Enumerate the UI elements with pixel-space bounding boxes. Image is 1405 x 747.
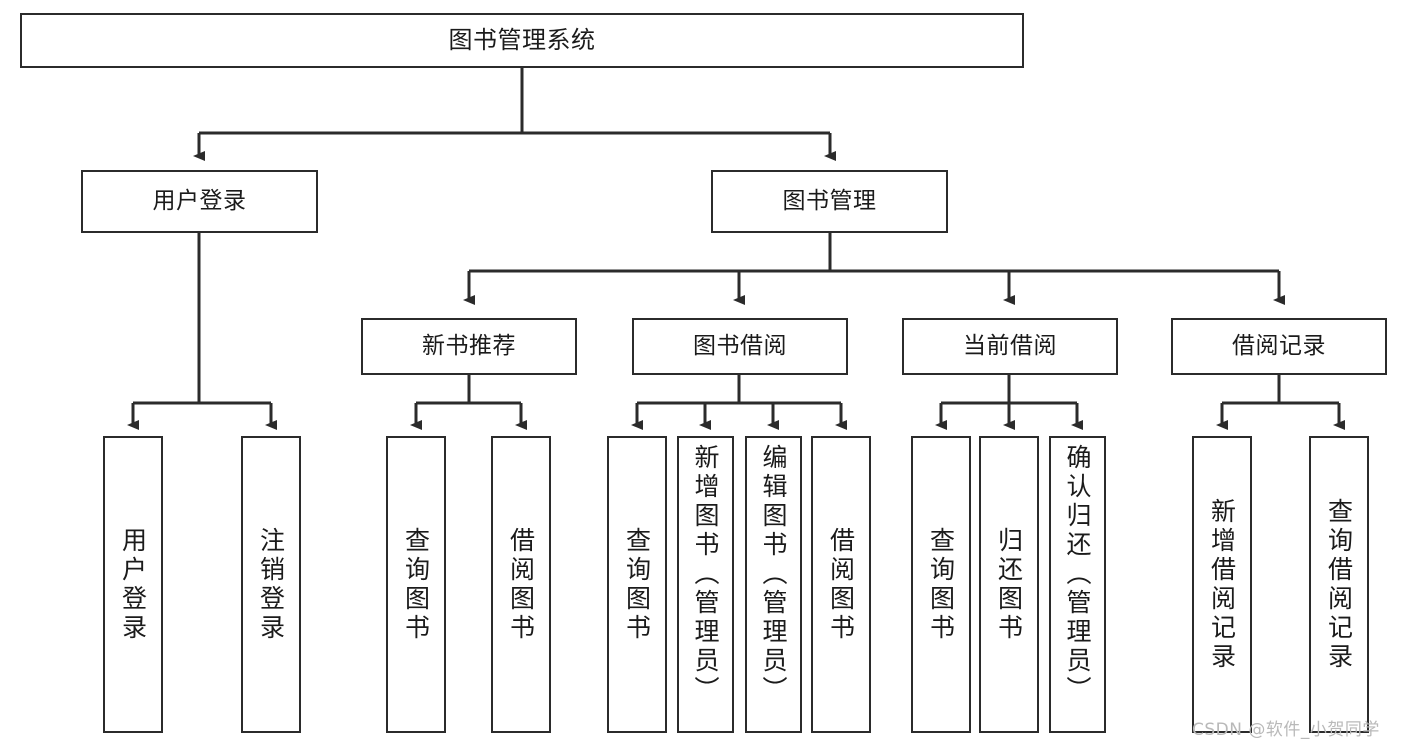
node-user-login[interactable]: 用户登录 — [81, 170, 318, 233]
node-root[interactable]: 图书管理系统 — [20, 13, 1024, 68]
node-leaf-query-book-3-label: 查询图书 — [926, 526, 956, 643]
node-leaf-borrow-book-1-label: 借阅图书 — [506, 526, 536, 643]
node-leaf-return-book[interactable]: 归还图书 — [979, 436, 1039, 733]
node-borrow-record[interactable]: 借阅记录 — [1171, 318, 1387, 375]
node-leaf-return-book-label: 归还图书 — [994, 526, 1024, 643]
node-leaf-query-record-label: 查询借阅记录 — [1324, 497, 1354, 672]
node-borrow-record-label: 借阅记录 — [1232, 332, 1326, 359]
node-leaf-borrow-book-1[interactable]: 借阅图书 — [491, 436, 551, 733]
node-book-manage[interactable]: 图书管理 — [711, 170, 948, 233]
node-new-book-recommend[interactable]: 新书推荐 — [361, 318, 577, 375]
node-leaf-confirm-return[interactable]: 确认归还（管理员） — [1049, 436, 1106, 733]
node-leaf-user-login[interactable]: 用户登录 — [103, 436, 163, 733]
node-book-borrow[interactable]: 图书借阅 — [632, 318, 848, 375]
node-leaf-borrow-book-2[interactable]: 借阅图书 — [811, 436, 871, 733]
node-leaf-add-book-label: 新增图书（管理员） — [691, 444, 720, 705]
csdn-watermark: CSDN @软件_小贺同学 — [1192, 720, 1380, 740]
node-leaf-query-book-3[interactable]: 查询图书 — [911, 436, 971, 733]
node-leaf-add-record-label: 新增借阅记录 — [1207, 497, 1237, 672]
node-leaf-logout-label: 注销登录 — [256, 526, 286, 643]
node-root-label: 图书管理系统 — [448, 26, 596, 55]
node-leaf-query-book-2-label: 查询图书 — [622, 526, 652, 643]
node-leaf-edit-book-label: 编辑图书（管理员） — [759, 444, 788, 705]
node-user-login-label: 用户登录 — [152, 187, 247, 214]
node-leaf-query-book-1[interactable]: 查询图书 — [386, 436, 446, 733]
node-leaf-add-record[interactable]: 新增借阅记录 — [1192, 436, 1252, 733]
node-current-borrow-label: 当前借阅 — [963, 332, 1057, 359]
node-leaf-user-login-label: 用户登录 — [118, 526, 148, 643]
node-leaf-query-book-2[interactable]: 查询图书 — [607, 436, 667, 733]
node-book-manage-label: 图书管理 — [782, 187, 877, 214]
node-leaf-query-book-1-label: 查询图书 — [401, 526, 431, 643]
node-book-borrow-label: 图书借阅 — [693, 332, 787, 359]
node-leaf-query-record[interactable]: 查询借阅记录 — [1309, 436, 1369, 733]
node-leaf-add-book[interactable]: 新增图书（管理员） — [677, 436, 734, 733]
node-current-borrow[interactable]: 当前借阅 — [902, 318, 1118, 375]
node-leaf-borrow-book-2-label: 借阅图书 — [826, 526, 856, 643]
node-leaf-logout[interactable]: 注销登录 — [241, 436, 301, 733]
node-leaf-confirm-return-label: 确认归还（管理员） — [1063, 444, 1092, 705]
node-new-book-recommend-label: 新书推荐 — [422, 332, 516, 359]
node-leaf-edit-book[interactable]: 编辑图书（管理员） — [745, 436, 802, 733]
